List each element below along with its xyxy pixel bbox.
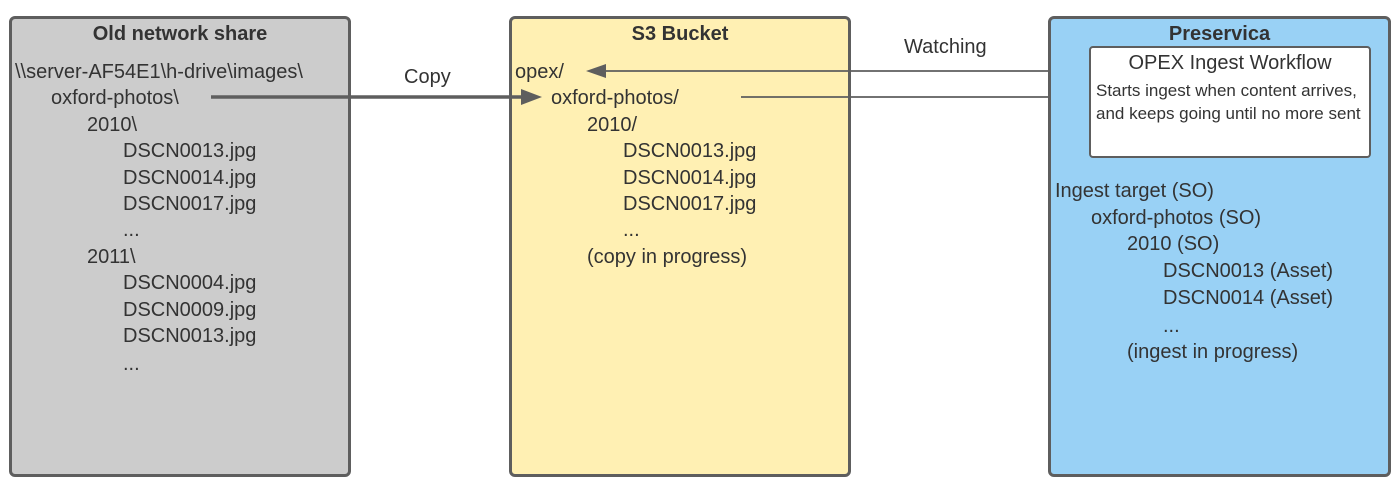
share-file: DSCN0009.jpg — [123, 299, 257, 321]
share-file: DSCN0013.jpg — [123, 325, 257, 347]
watching-arrow — [586, 64, 1050, 78]
s3-bucket-title: S3 Bucket — [631, 23, 729, 45]
share-ellipsis: ... — [123, 353, 140, 375]
s3-copy-status: (copy in progress) — [587, 246, 748, 268]
old-network-share-title: Old network share — [92, 23, 268, 45]
pres-folder-2010: 2010 (SO) — [1127, 233, 1220, 255]
share-file: DSCN0004.jpg — [123, 272, 257, 294]
s3-folder-opex: opex/ — [515, 61, 564, 83]
opex-ingest-workflow-box: OPEX Ingest Workflow Starts ingest when … — [1089, 46, 1371, 158]
pres-ingest-target: Ingest target (SO) — [1055, 180, 1214, 202]
s3-folder-2010: 2010/ — [587, 114, 638, 136]
workflow-title: OPEX Ingest Workflow — [1128, 52, 1332, 74]
s3-folder-oxford-photos: oxford-photos/ — [551, 87, 679, 109]
pres-ingest-status: (ingest in progress) — [1127, 341, 1299, 363]
share-ellipsis: ... — [123, 219, 140, 241]
workflow-description: Starts ingest when content arrives, and … — [1096, 81, 1361, 123]
s3-file: DSCN0014.jpg — [623, 167, 757, 189]
s3-file: DSCN0017.jpg — [623, 193, 757, 215]
pres-folder-oxford-photos: oxford-photos (SO) — [1091, 207, 1262, 229]
s3-file: DSCN0013.jpg — [623, 140, 757, 162]
old-network-share-panel: Old network share — [9, 16, 351, 477]
share-folder-2010: 2010\ — [87, 114, 138, 136]
pres-ellipsis: ... — [1163, 315, 1180, 337]
copy-label: Copy — [404, 66, 451, 88]
share-file: DSCN0017.jpg — [123, 193, 257, 215]
watching-label: Watching — [904, 36, 987, 58]
copy-arrow — [211, 89, 542, 105]
preservica-title: Preservica — [1168, 23, 1271, 45]
share-path-root: \\server-AF54E1\h-drive\images\ — [15, 61, 303, 83]
share-folder-oxford-photos: oxford-photos\ — [51, 87, 179, 109]
pres-asset: DSCN0013 (Asset) — [1163, 260, 1334, 282]
share-file: DSCN0014.jpg — [123, 167, 257, 189]
share-folder-2011: 2011\ — [87, 246, 136, 268]
s3-bucket-panel: S3 Bucket — [509, 16, 851, 477]
pres-asset: DSCN0014 (Asset) — [1163, 287, 1334, 309]
s3-ellipsis: ... — [623, 219, 640, 241]
share-file: DSCN0013.jpg — [123, 140, 257, 162]
